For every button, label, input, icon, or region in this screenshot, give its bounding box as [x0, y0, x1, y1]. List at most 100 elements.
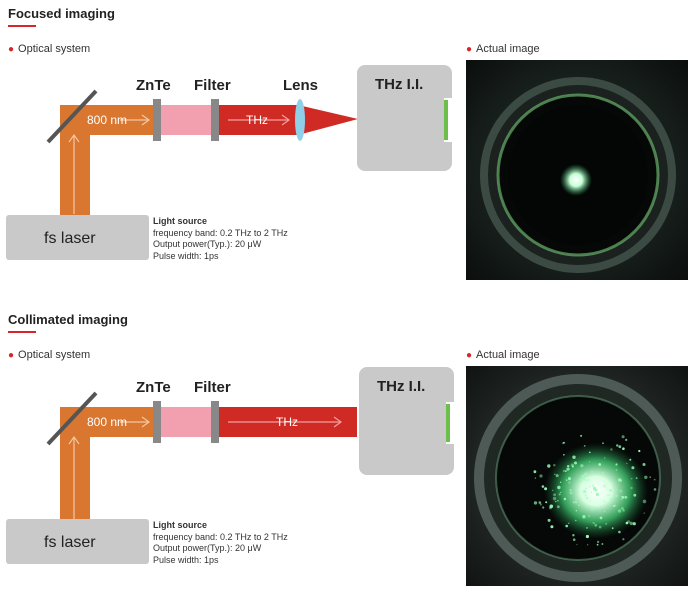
collimated-optical-diagram: 800 nm THz ZnTe Filter THz I.I. fs laser — [6, 367, 454, 564]
znte-label: ZnTe — [136, 77, 171, 94]
intensifier-label: THz I.I. — [377, 378, 425, 395]
znte-label: ZnTe — [136, 379, 171, 396]
speckle-dot — [592, 522, 594, 524]
filter-element — [211, 401, 219, 443]
speckle-dot — [594, 524, 598, 527]
speckle-dot — [621, 495, 624, 498]
speckle-dot — [602, 442, 604, 444]
speckle-dot — [584, 479, 586, 481]
speckle-dot — [616, 444, 619, 447]
speckle-dot — [611, 527, 614, 530]
laser-beam-vertical — [60, 426, 90, 522]
speckle-dot — [580, 464, 584, 468]
light-source-line: Pulse width: 1ps — [153, 250, 219, 261]
mirror-icon — [46, 391, 98, 446]
speckle-dot — [550, 525, 554, 529]
bullet-dot-icon: ● — [466, 44, 473, 55]
speckle-dot — [563, 470, 565, 472]
speckle-dot — [622, 509, 625, 512]
speckle-dot — [575, 498, 578, 501]
speckle-dot — [567, 477, 572, 481]
mirror-icon — [46, 89, 98, 144]
speckle-dot — [589, 500, 591, 502]
speckle-dot — [607, 494, 609, 497]
speckle-dot — [643, 512, 645, 514]
section-title: Collimated imaging — [8, 312, 128, 327]
fs-laser-label: fs laser — [44, 230, 96, 247]
speckle-dot — [596, 540, 600, 544]
speckle-dot — [629, 521, 633, 526]
actual-image-label: ●Actual image — [466, 349, 540, 361]
speckle-dot — [603, 484, 607, 488]
speckle-dot — [568, 468, 571, 470]
speckle-dot — [586, 527, 588, 529]
speckle-dot — [612, 504, 616, 507]
speckle-dot — [548, 506, 552, 510]
section-title: Focused imaging — [8, 6, 115, 21]
speckle-dot — [563, 441, 565, 444]
light-source-title: Light source — [153, 216, 208, 226]
speckle-dot — [592, 486, 595, 488]
speckle-dot — [568, 481, 571, 484]
speckle-dot — [563, 454, 565, 456]
znte-crystal — [153, 401, 161, 443]
speckle-dot — [653, 478, 656, 481]
speckle-dot — [615, 469, 618, 471]
actual-image-label: ●Actual image — [466, 43, 540, 55]
speckle-dot — [615, 494, 618, 498]
speckle-dot — [638, 449, 641, 453]
speckle-dot — [642, 463, 646, 466]
speckle-dot — [541, 485, 545, 488]
speckle-dot — [534, 477, 537, 479]
optical-system-label: ●Optical system — [8, 349, 91, 361]
speckle-dot — [603, 500, 606, 503]
speckle-dot — [649, 476, 652, 479]
speckle-dot — [571, 465, 574, 468]
speckle-dot — [602, 471, 604, 474]
speckle-dot — [560, 481, 562, 483]
phosphor-screen — [446, 404, 450, 442]
speckle-dot — [576, 544, 578, 546]
collimated-imaging-section: Collimated imaging ●Optical system ●Actu… — [0, 306, 700, 606]
fs-laser-label: fs laser — [44, 534, 96, 551]
filter-label: Filter — [194, 77, 231, 94]
speckle-dot — [570, 463, 574, 467]
speckle-dot — [625, 438, 628, 441]
speckle-dot — [592, 484, 594, 486]
speckle-dot — [618, 530, 621, 534]
speckle-dot — [572, 538, 576, 541]
speckle-dot — [547, 464, 551, 468]
speckle-dot — [568, 522, 570, 524]
speckle-dot — [545, 501, 548, 504]
speckle-dot — [619, 489, 623, 493]
speckle-dot — [620, 507, 624, 510]
speckle-dot — [595, 492, 600, 497]
title-underline — [8, 25, 36, 27]
speckle-dot — [579, 478, 583, 481]
speckle-dot — [604, 457, 606, 459]
speckle-dot — [556, 505, 560, 509]
speckle-dot — [614, 504, 617, 507]
speckle-dot — [581, 474, 585, 479]
light-source-info: Light source frequency band: 0.2 THz to … — [153, 216, 288, 262]
speckle-dot — [594, 487, 597, 489]
speckle-dot — [632, 522, 636, 526]
speckle-dot — [596, 543, 599, 546]
crystal-region — [161, 105, 213, 135]
phosphor-screen — [444, 100, 448, 140]
speckle-dot — [594, 488, 598, 492]
speckle-dots — [533, 434, 657, 546]
bullet-dot-icon: ● — [8, 44, 15, 55]
speckle-dot — [566, 467, 570, 471]
light-source-line: Pulse width: 1ps — [153, 554, 219, 565]
speckle-dot — [585, 496, 589, 500]
title-underline — [8, 331, 36, 333]
bullet-dot-icon: ● — [466, 350, 473, 361]
speckle-dot — [555, 474, 559, 478]
speckle-dot — [629, 458, 632, 461]
speckle-dot — [620, 498, 623, 501]
speckle-dot — [588, 485, 591, 488]
speckle-dot — [575, 519, 577, 522]
speckle-dot — [596, 492, 598, 494]
speckle-dot — [572, 455, 576, 459]
